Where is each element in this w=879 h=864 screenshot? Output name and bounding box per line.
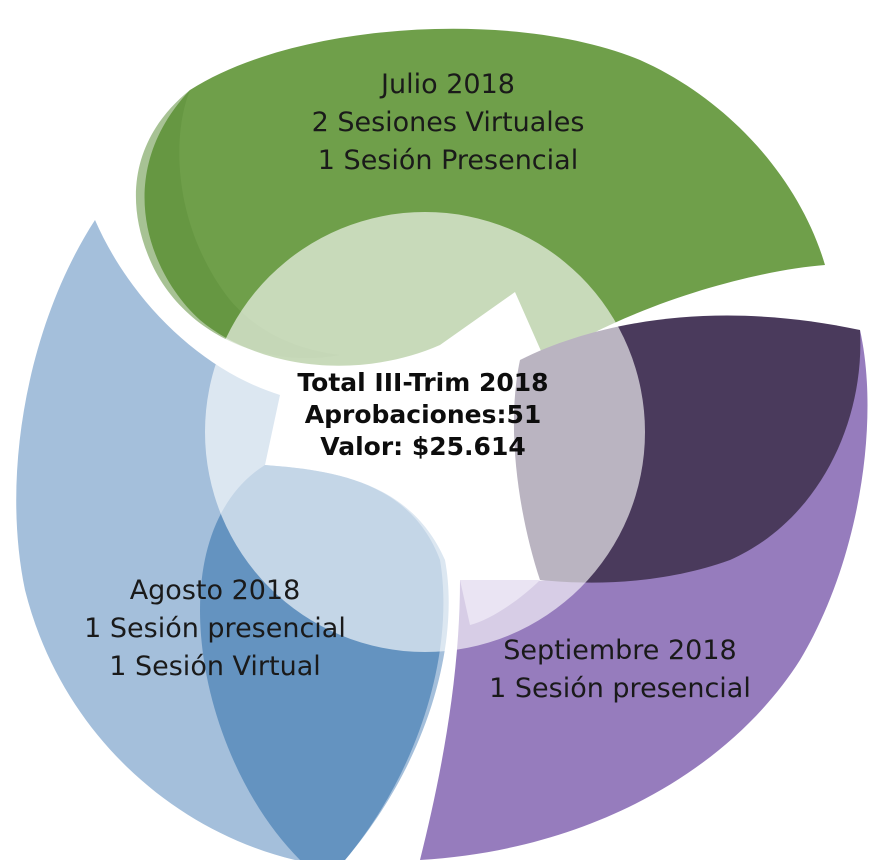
center-line-1: Total III-Trim 2018 [297, 368, 549, 397]
label-julio-line-2: 2 Sesiones Virtuales [311, 107, 585, 138]
label-julio: Julio 2018 2 Sesiones Virtuales 1 Sesión… [298, 66, 598, 180]
label-septiembre-line-1: Septiembre 2018 [503, 635, 737, 666]
label-agosto-line-3: 1 Sesión Virtual [109, 651, 321, 682]
label-agosto-line-1: Agosto 2018 [129, 575, 301, 606]
center-total: Total III-Trim 2018 Aprobaciones:51 Valo… [273, 367, 573, 463]
label-septiembre-line-2: 1 Sesión presencial [489, 673, 751, 704]
label-septiembre: Septiembre 2018 1 Sesión presencial [470, 632, 770, 708]
segment-julio-shade [135, 90, 340, 359]
label-agosto: Agosto 2018 1 Sesión presencial 1 Sesión… [65, 572, 365, 686]
center-line-3: Valor: $25.614 [320, 432, 526, 461]
label-julio-line-3: 1 Sesión Presencial [317, 145, 579, 176]
center-line-2: Aprobaciones:51 [304, 400, 542, 429]
label-julio-line-1: Julio 2018 [381, 69, 515, 100]
segment-septiembre-outer [420, 330, 868, 860]
label-agosto-line-2: 1 Sesión presencial [84, 613, 346, 644]
center-circle [205, 212, 645, 652]
